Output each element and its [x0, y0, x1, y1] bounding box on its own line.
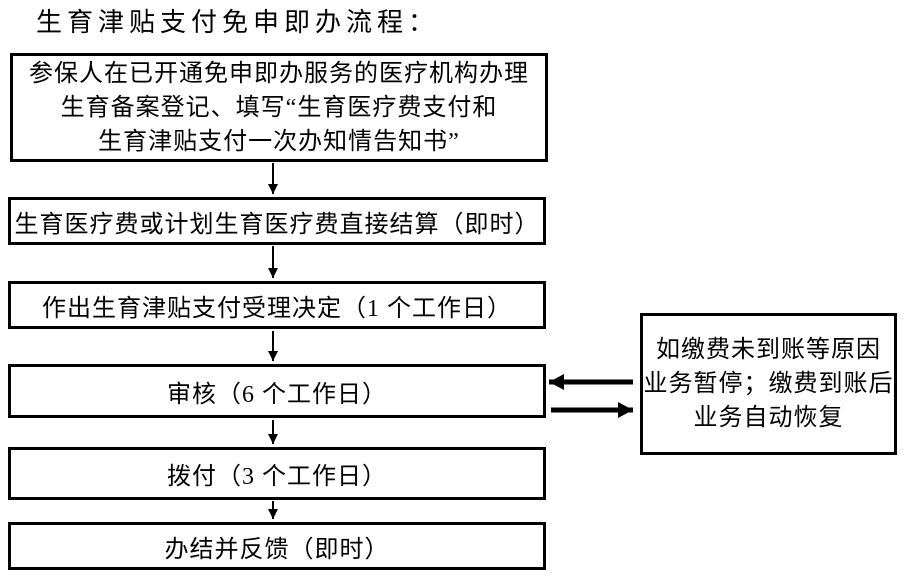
flow-step-payment: 拨付（3 个工作日） [8, 447, 546, 500]
flow-step-review: 审核（6 个工作日） [8, 364, 546, 418]
side-note-line-2: 业务暂停；缴费到账后 [643, 371, 894, 397]
flow-step-register: 参保人在已开通免申即办服务的医疗机构办理 生育备案登记、填写“生育医疗费支付和 … [10, 53, 548, 162]
flow-step-settlement: 生育医疗费或计划生育医疗费直接结算（即时） [8, 197, 546, 245]
flow-step-acceptance: 作出生育津贴支付受理决定（1 个工作日） [8, 281, 546, 329]
flow-step-completion-label: 办结并反馈（即时） [164, 536, 390, 563]
flow-step-payment-label: 拨付（3 个工作日） [167, 464, 387, 490]
side-note-line-1: 如缴费未到账等原因 [656, 337, 881, 363]
flow-step-register-line-1: 参保人在已开通免申即办服务的医疗机构办理 [29, 60, 529, 87]
flow-step-review-label: 审核（6 个工作日） [167, 381, 387, 408]
side-note-line-3: 业务自动恢复 [693, 405, 844, 431]
flow-step-register-line-3: 生育津贴支付一次办知情告知书” [98, 128, 460, 155]
flow-step-completion: 办结并反馈（即时） [8, 522, 546, 570]
side-note-pause-box: 如缴费未到账等原因 业务暂停；缴费到账后 业务自动恢复 [640, 313, 897, 455]
flow-step-acceptance-label: 作出生育津贴支付受理决定（1 个工作日） [42, 295, 512, 322]
page-title: 生育津贴支付免申即办流程： [36, 8, 440, 37]
flow-step-settlement-label: 生育医疗费或计划生育医疗费直接结算（即时） [14, 211, 540, 238]
flow-step-register-line-2: 生育备案登记、填写“生育医疗费支付和 [60, 94, 498, 121]
